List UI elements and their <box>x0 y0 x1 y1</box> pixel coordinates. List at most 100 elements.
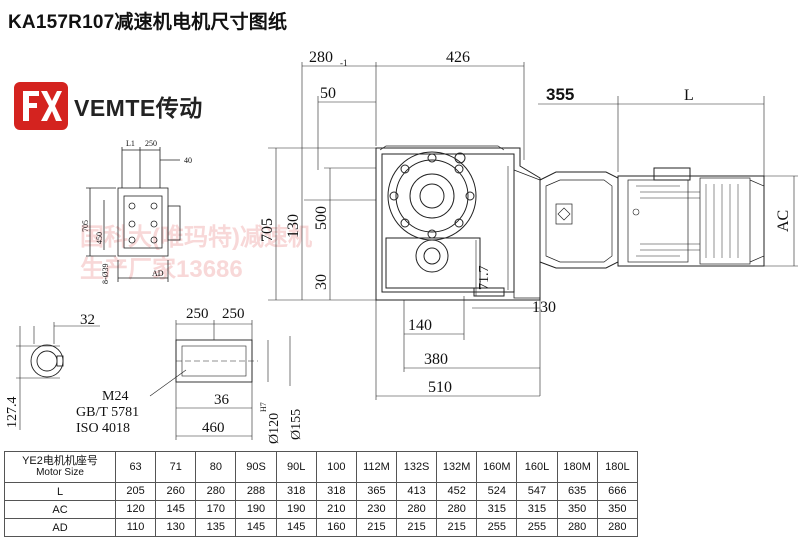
table-cell: 547 <box>516 482 558 501</box>
gearbox-main-view <box>268 62 798 400</box>
dim-500: 500 <box>313 206 330 230</box>
shaft-detail <box>16 320 291 440</box>
table-cell: 230 <box>355 500 397 519</box>
table-header-en: Motor Size <box>36 467 84 478</box>
table-column-header: 100 <box>315 451 357 483</box>
small-dim-L1: L1 <box>126 139 135 148</box>
table-header-cn: YE2电机机座号 <box>22 455 98 467</box>
table-column-header: 132M <box>436 451 478 483</box>
table-cell: 215 <box>395 518 438 537</box>
table-column-header: 90L <box>275 451 317 483</box>
table-column-header: 180L <box>596 451 639 483</box>
table-cell: 280 <box>596 518 639 537</box>
table-cell: 110 <box>114 518 157 537</box>
small-dim-450: 450 <box>95 232 104 244</box>
shaft-label-gbt: GB/T 5781 <box>76 405 139 420</box>
shaft-dim-155: Ø155 <box>289 409 304 440</box>
table-cell: 210 <box>315 500 357 519</box>
shaft-dim-250-left: 250 <box>186 306 209 322</box>
table-column-header: 90S <box>235 451 277 483</box>
table-cell: 205 <box>114 482 157 501</box>
shaft-dim-127-4: 127.4 <box>5 397 20 429</box>
brand-badge-icon <box>14 82 68 130</box>
table-cell: 215 <box>355 518 397 537</box>
table-cell: 120 <box>114 500 157 519</box>
table-cell: 315 <box>516 500 558 519</box>
dim-30: 30 <box>313 274 330 290</box>
table-cell: 135 <box>195 518 237 537</box>
table-cell: 280 <box>556 518 598 537</box>
dim-L: L <box>684 87 694 104</box>
shaft-dim-120-tolerance: H7 <box>259 402 268 412</box>
dim-130-vertical: 130 <box>285 214 302 238</box>
dim-140: 140 <box>408 317 432 334</box>
dim-AC: AC <box>775 210 792 232</box>
table-cell: 170 <box>195 500 237 519</box>
table-cell: 255 <box>476 518 518 537</box>
small-dim-8-039: 8-Ø39 <box>101 264 110 284</box>
table-cell: 365 <box>355 482 397 501</box>
table-cell: 130 <box>155 518 197 537</box>
table-cell: 315 <box>476 500 518 519</box>
shaft-dim-250-right: 250 <box>222 306 245 322</box>
table-cell: 145 <box>235 518 277 537</box>
table-cell: 666 <box>596 482 639 501</box>
table-column-header: 180M <box>556 451 598 483</box>
table-cell: 145 <box>155 500 197 519</box>
small-dim-705: 705 <box>81 220 90 232</box>
table-cell: 318 <box>275 482 317 501</box>
small-dim-40: 40 <box>184 156 192 165</box>
dim-510: 510 <box>428 379 452 396</box>
table-cell: 350 <box>556 500 598 519</box>
table-column-header: 63 <box>114 451 157 483</box>
brand-name: VEMTE传动 <box>74 95 203 121</box>
table-cell: 160 <box>315 518 357 537</box>
table-column-header: 132S <box>395 451 438 483</box>
small-dim-250: 250 <box>145 139 157 148</box>
table-cell: 145 <box>275 518 317 537</box>
dim-130-bottom: 130 <box>532 299 556 316</box>
side-view-small <box>86 147 181 282</box>
table-row-label: AD <box>4 518 116 537</box>
table-cell: 350 <box>596 500 639 519</box>
table-cell: 413 <box>395 482 438 501</box>
dim-50: 50 <box>320 85 336 102</box>
table-column-header: 71 <box>155 451 197 483</box>
table-column-header: 160L <box>516 451 558 483</box>
small-dim-AD: AD <box>152 269 164 278</box>
table-column-header: 80 <box>195 451 237 483</box>
table-cell: 190 <box>235 500 277 519</box>
shaft-label-M24: M24 <box>102 389 128 404</box>
table-column-header: 112M <box>355 451 397 483</box>
dim-705: 705 <box>259 218 276 242</box>
page-title: KA157R107减速机电机尺寸图纸 <box>8 12 288 33</box>
dim-426: 426 <box>446 49 470 66</box>
shaft-label-iso: ISO 4018 <box>76 421 130 436</box>
shaft-dim-32: 32 <box>80 312 95 328</box>
shaft-dim-36: 36 <box>214 392 230 408</box>
watermark-line1: 国科大(唯玛特)减速机 <box>80 224 312 251</box>
table-column-header: 160M <box>476 451 518 483</box>
table-cell: 190 <box>275 500 317 519</box>
table-cell: 280 <box>195 482 237 501</box>
table-row-label: L <box>4 482 116 501</box>
table-cell: 255 <box>516 518 558 537</box>
dim-355: 355 <box>546 85 574 104</box>
table-cell: 280 <box>395 500 438 519</box>
dim-380: 380 <box>424 351 448 368</box>
dim-71-7: 71.7 <box>477 266 492 291</box>
table-cell: 280 <box>436 500 478 519</box>
table-cell: 288 <box>235 482 277 501</box>
table-cell: 318 <box>315 482 357 501</box>
table-cell: 635 <box>556 482 598 501</box>
technical-drawing: 国科大(唯玛特)减速机 生产厂家13686 L1 250 40 705 450 … <box>5 49 798 444</box>
table-cell: 524 <box>476 482 518 501</box>
shaft-dim-460: 460 <box>202 420 225 436</box>
table-row-label: AC <box>4 500 116 519</box>
